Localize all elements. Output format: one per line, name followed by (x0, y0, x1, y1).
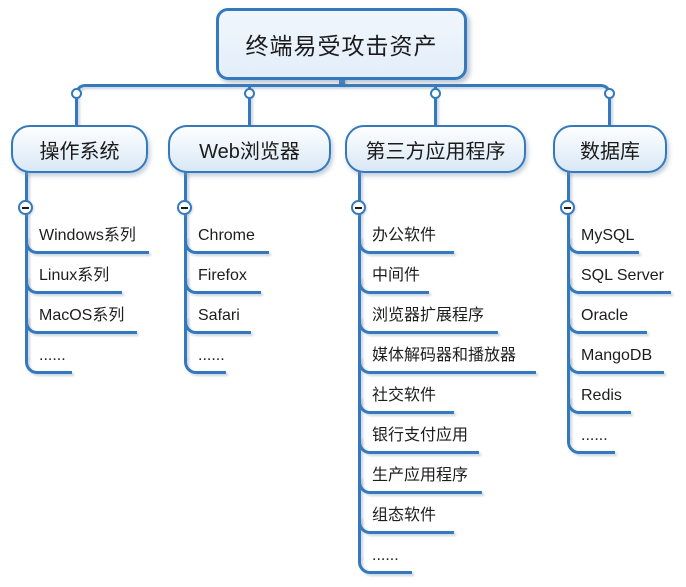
branch-3-child-1-connector (357, 236, 454, 254)
branch-2-spine-connector (183, 171, 187, 358)
root-topic[interactable]: 终端易受攻击资产 (216, 8, 467, 80)
branch-3-junction-dot (429, 87, 441, 99)
branch-4-child-6-connector (566, 436, 615, 454)
branch-4-child-5-connector (566, 396, 631, 414)
branch-3-child-5-connector (357, 396, 454, 414)
branch-3-child-7-connector (357, 476, 482, 494)
child-topic-branch-3-4[interactable]: 媒体解码器和播放器 (372, 347, 517, 364)
child-topic-branch-2-2[interactable]: Firefox (198, 267, 247, 284)
branch-topic-2[interactable]: Web浏览器 (168, 125, 331, 173)
minus-icon (181, 206, 188, 209)
branch-2-child-2-connector (183, 276, 261, 294)
branch-3-child-8-connector (357, 516, 454, 534)
branch-2-child-4-connector (183, 356, 226, 374)
branch-topic-1[interactable]: 操作系统 (11, 125, 148, 173)
branch-2-drop-connector (247, 86, 251, 125)
branch-2-child-3-connector (183, 316, 251, 334)
child-topic-branch-4-5[interactable]: Redis (581, 387, 622, 404)
child-topic-branch-4-6[interactable]: ...... (581, 427, 608, 444)
root-connector-stub (339, 77, 345, 85)
child-topic-branch-1-1[interactable]: Windows系列 (39, 227, 136, 244)
branch-3-child-6-connector (357, 436, 479, 454)
branch-4-child-4-connector (566, 356, 664, 374)
child-topic-branch-4-3[interactable]: Oracle (581, 307, 629, 324)
branch-3-child-2-connector (357, 276, 429, 294)
branch-topic-4[interactable]: 数据库 (553, 125, 667, 173)
child-topic-branch-2-1[interactable]: Chrome (198, 227, 255, 244)
child-topic-branch-1-4[interactable]: ...... (39, 347, 66, 364)
branch-3-drop-connector (433, 86, 437, 125)
branch-1-child-4-connector (24, 356, 72, 374)
child-topic-branch-1-2[interactable]: Linux系列 (39, 267, 110, 284)
branch-3-child-3-connector (357, 316, 498, 334)
child-topic-branch-3-2[interactable]: 中间件 (372, 267, 421, 284)
branch-2-child-1-connector (183, 236, 269, 254)
branch-3-collapse-button[interactable] (351, 200, 366, 215)
child-topic-branch-3-9[interactable]: ...... (372, 547, 399, 564)
branch-3-child-4-connector (357, 356, 536, 374)
trunk-connector (74, 83, 611, 126)
branch-4-collapse-button[interactable] (560, 200, 575, 215)
child-topic-branch-4-4[interactable]: MangoDB (581, 347, 653, 364)
child-topic-branch-3-1[interactable]: 办公软件 (372, 227, 437, 244)
branch-4-child-3-connector (566, 316, 647, 334)
branch-1-child-1-connector (24, 236, 149, 254)
branch-2-junction-dot (243, 87, 255, 99)
branch-4-junction-dot (603, 87, 615, 99)
child-topic-branch-3-3[interactable]: 浏览器扩展程序 (372, 307, 485, 324)
branch-1-junction-dot (70, 87, 82, 99)
child-topic-branch-4-1[interactable]: MySQL (581, 227, 635, 244)
branch-topic-3[interactable]: 第三方应用程序 (345, 125, 526, 173)
child-topic-branch-4-2[interactable]: SQL Server (581, 267, 664, 284)
minus-icon (355, 206, 362, 209)
branch-1-child-3-connector (24, 316, 137, 334)
minus-icon (22, 206, 29, 209)
child-topic-branch-3-8[interactable]: 组态软件 (372, 507, 437, 524)
child-topic-branch-2-3[interactable]: Safari (198, 307, 240, 324)
branch-4-child-2-connector (566, 276, 671, 294)
child-topic-branch-3-7[interactable]: 生产应用程序 (372, 467, 469, 484)
minus-icon (564, 206, 571, 209)
branch-1-collapse-button[interactable] (18, 200, 33, 215)
branch-4-spine-connector (566, 171, 570, 438)
branch-1-child-2-connector (24, 276, 122, 294)
child-topic-branch-3-5[interactable]: 社交软件 (372, 387, 437, 404)
branch-1-spine-connector (24, 171, 28, 358)
child-topic-branch-3-6[interactable]: 银行支付应用 (372, 427, 469, 444)
child-topic-branch-1-3[interactable]: MacOS系列 (39, 307, 125, 324)
branch-4-child-1-connector (566, 236, 639, 254)
child-topic-branch-2-4[interactable]: ...... (198, 347, 225, 364)
branch-3-child-9-connector (357, 556, 412, 574)
branch-2-collapse-button[interactable] (177, 200, 192, 215)
